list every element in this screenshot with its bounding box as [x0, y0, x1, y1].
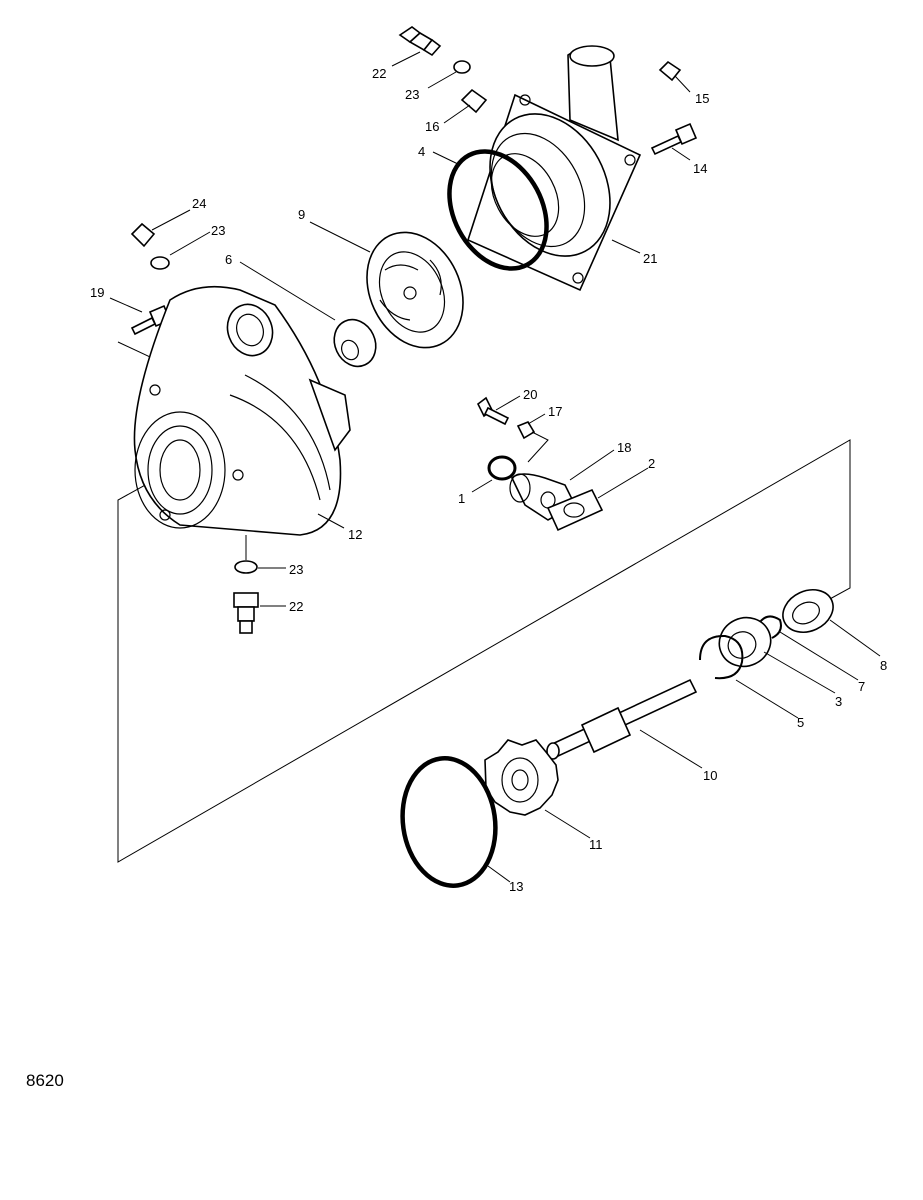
- callout-3: 3: [835, 694, 842, 709]
- callout-22-bottom: 22: [289, 599, 303, 614]
- callout-23-bottom: 23: [289, 562, 303, 577]
- part-6-seal: [333, 318, 377, 368]
- callout-1: 1: [458, 491, 465, 506]
- callout-10: 10: [703, 768, 717, 783]
- part-9-impeller: [366, 231, 464, 349]
- part-1-o-ring: [487, 455, 517, 481]
- part-24-fitting: [130, 222, 156, 248]
- callout-17: 17: [548, 404, 562, 419]
- callout-12: 12: [348, 527, 362, 542]
- part-8-bearing: [782, 589, 834, 633]
- part-15-plug: [658, 60, 682, 82]
- callout-15: 15: [695, 91, 709, 106]
- callout-18: 18: [617, 440, 631, 455]
- figure-id: 8620: [26, 1071, 64, 1090]
- callout-6: 6: [225, 252, 232, 267]
- callout-2: 2: [648, 456, 655, 471]
- part-17-nut: [516, 421, 536, 440]
- callout-5: 5: [797, 715, 804, 730]
- callout-13: 13: [509, 879, 523, 894]
- callout-21: 21: [643, 251, 657, 266]
- part-21-pump-cover: [467, 45, 642, 292]
- part-14-bolt: [650, 122, 698, 156]
- part-7-snap-ring: [759, 615, 782, 639]
- part-3-bearing: [718, 616, 772, 668]
- part-13-o-ring: [400, 756, 498, 888]
- callout-23-top: 23: [405, 87, 419, 102]
- part-5-retaining-ring: [699, 634, 744, 680]
- part-23-washer-bottom: [234, 560, 258, 574]
- callout-9: 9: [298, 207, 305, 222]
- callout-24: 24: [192, 196, 206, 211]
- callout-labels: 22 23 16 15 4 14 21 9 24 23 6 19 20 17 1…: [90, 66, 887, 894]
- part-20-bolt: [476, 396, 510, 426]
- part-22-fitting-top: [398, 26, 442, 57]
- part-23-washer-left: [150, 256, 170, 270]
- callout-20: 20: [523, 387, 537, 402]
- callout-19: 19: [90, 285, 104, 300]
- part-10-shaft: [546, 678, 698, 760]
- part-11-gear: [484, 739, 559, 816]
- part-16-plug: [460, 88, 488, 114]
- callout-22-top: 22: [372, 66, 386, 81]
- callout-8: 8: [880, 658, 887, 673]
- callout-11: 11: [589, 837, 603, 852]
- callout-4: 4: [418, 144, 425, 159]
- callout-14: 14: [693, 161, 707, 176]
- part-22-fitting-bottom: [233, 592, 259, 634]
- leader-lines: [109, 51, 881, 883]
- part-12-pump-housing: [133, 285, 351, 536]
- callout-16: 16: [425, 119, 439, 134]
- part-4-o-ring: [447, 149, 549, 271]
- part-23-washer-top: [453, 60, 471, 74]
- callout-23-left: 23: [211, 223, 225, 238]
- callout-7: 7: [858, 679, 865, 694]
- part-2-gasket: [546, 488, 604, 532]
